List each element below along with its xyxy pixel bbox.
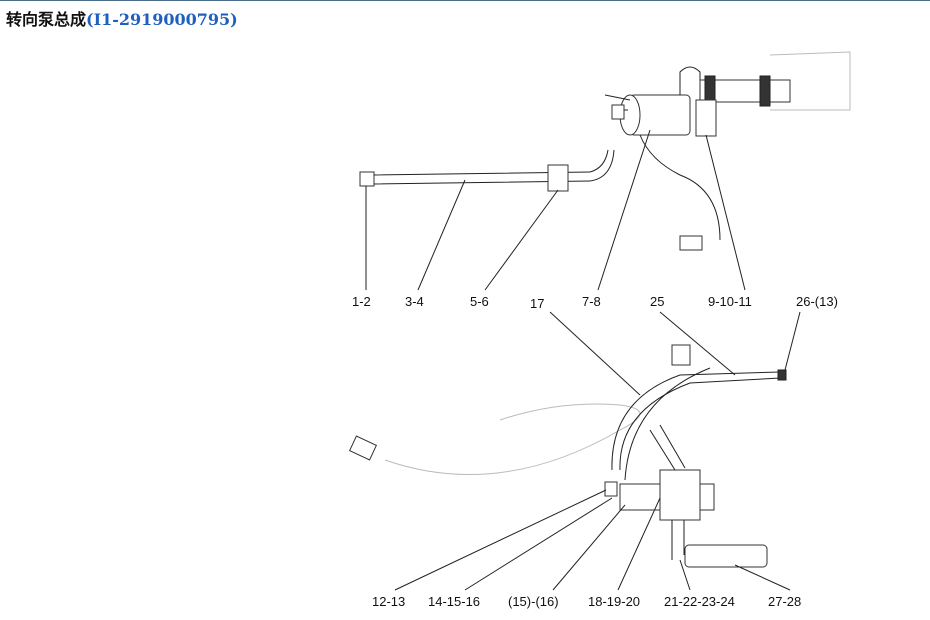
lower-leader-lines [394, 311, 801, 591]
page-title: 转向泵总成(I1-2919000795) [6, 6, 238, 30]
callout-9-10-11: 9-10-11 [708, 294, 752, 309]
callout-3-4: 3-4 [405, 294, 424, 309]
callout-21-22-23-24: 21-22-23-24 [664, 594, 735, 609]
callout-15-16: (15)-(16) [508, 594, 559, 609]
lower-assembly-drawing [348, 344, 787, 568]
callout-1-2: 1-2 [352, 294, 371, 309]
callout-7-8: 7-8 [582, 294, 601, 309]
callout-26-13: 26-(13) [796, 294, 838, 309]
top-border [0, 0, 930, 1]
part-number: (I1-2919000795) [86, 10, 238, 29]
callout-5-6: 5-6 [470, 294, 489, 309]
callout-12-13: 12-13 [372, 594, 405, 609]
upper-assembly-drawing [359, 51, 851, 251]
callout-18-19-20: 18-19-20 [588, 594, 640, 609]
title-name: 转向泵总成 [6, 10, 87, 29]
callout-14-15-16: 14-15-16 [428, 594, 480, 609]
callout-27-28: 27-28 [768, 594, 801, 609]
upper-leader-lines [365, 129, 746, 291]
callout-25: 25 [650, 294, 664, 309]
callout-17: 17 [530, 296, 544, 311]
